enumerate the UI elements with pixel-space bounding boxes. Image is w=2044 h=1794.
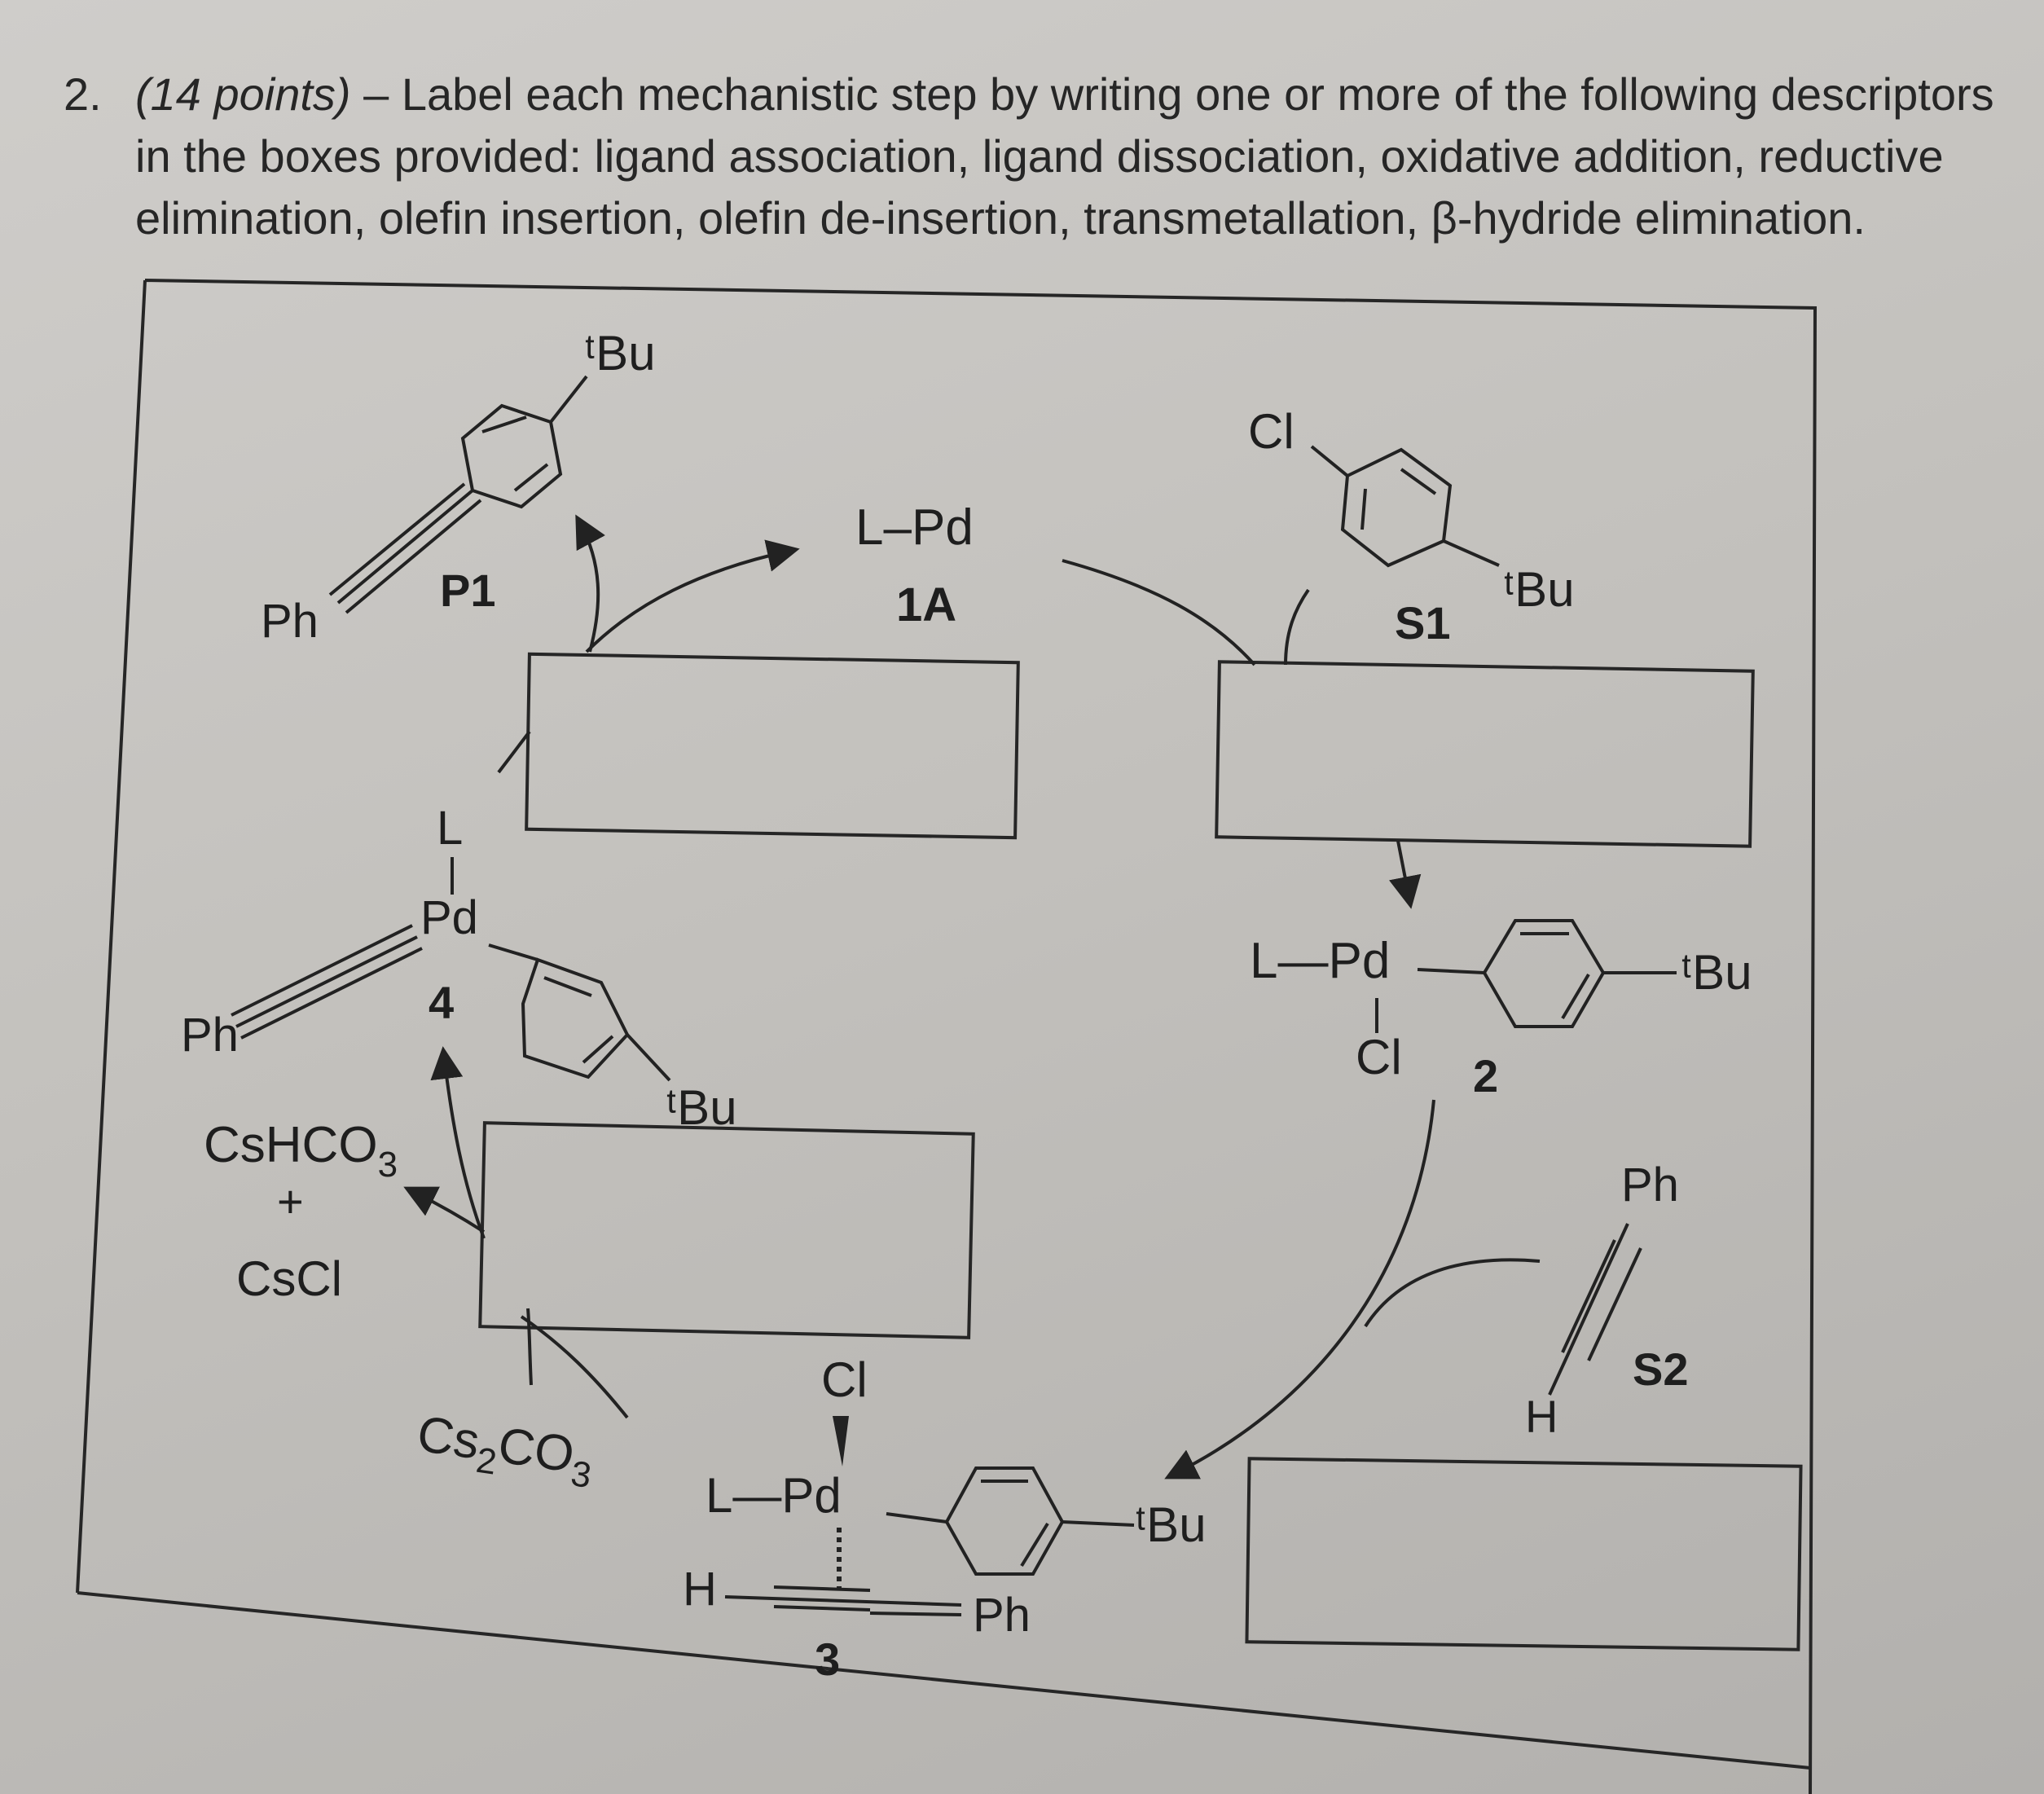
substrate-s2-label: S2 bbox=[1633, 1343, 1689, 1395]
question-body: (14 points) – Label each mechanistic ste… bbox=[135, 64, 2009, 249]
product-p1-tbu: ᵗBu bbox=[585, 326, 656, 380]
intermediate-3-wedge-bond bbox=[833, 1416, 849, 1466]
arrow-2-to-3 bbox=[1164, 1099, 1435, 1480]
intermediate-3-label: 3 bbox=[815, 1634, 840, 1685]
arrow-3-to-box bbox=[520, 1315, 629, 1419]
substrate-s1-tbu: ᵗBu bbox=[1504, 562, 1575, 617]
arrow-oa-to-2 bbox=[1389, 840, 1422, 909]
cycle-arrows bbox=[403, 514, 1541, 1480]
product-p1-structure bbox=[328, 375, 588, 614]
answer-box-base-step[interactable] bbox=[478, 1121, 975, 1339]
catalyst-label: 1A bbox=[896, 578, 956, 631]
diagram-frame-bottom bbox=[77, 1591, 1811, 1770]
answer-box-oxidative-addition-step[interactable] bbox=[1215, 660, 1755, 848]
arrow-to-1a bbox=[585, 539, 800, 653]
intermediate-3-tbu: ᵗBu bbox=[1136, 1497, 1207, 1552]
byproduct-cscl: CsCl bbox=[236, 1251, 342, 1306]
intermediate-3-lpd: L—Pd bbox=[706, 1468, 842, 1523]
answer-box-reductive-elimination-step[interactable] bbox=[525, 652, 1020, 840]
answer-box-s2-step[interactable] bbox=[1245, 1457, 1803, 1651]
intermediate-2-lpd: L—Pd bbox=[1250, 933, 1390, 989]
substrate-s1-label: S1 bbox=[1395, 597, 1451, 649]
question-prompt: – Label each mechanistic step by writing… bbox=[135, 68, 1994, 244]
substrate-s2-h: H bbox=[1525, 1391, 1558, 1442]
arrow-s1-to-oa bbox=[1284, 588, 1310, 666]
intermediate-2-structure bbox=[1375, 919, 1677, 1033]
intermediate-3-ph: Ph bbox=[973, 1589, 1031, 1642]
intermediate-3-structure bbox=[724, 1466, 1135, 1616]
intermediate-3-cl: Cl bbox=[821, 1352, 868, 1407]
intermediate-2-cl: Cl bbox=[1356, 1030, 1402, 1084]
intermediate-4-ph: Ph bbox=[181, 1009, 239, 1062]
intermediate-2-tbu: ᵗBu bbox=[1681, 945, 1752, 1000]
arrow-to-p1 bbox=[575, 514, 605, 653]
arrow-s2-in bbox=[1364, 1258, 1541, 1328]
question-points: (14 points) bbox=[135, 68, 351, 120]
substrate-s2-ph: Ph bbox=[1621, 1159, 1679, 1211]
intermediate-3-h: H bbox=[683, 1563, 717, 1616]
byproduct-cshco3: CsHCO3 bbox=[204, 1117, 398, 1185]
base-cs2co3: Cs2CO3 bbox=[412, 1406, 597, 1497]
catalyst-formula: L–Pd bbox=[855, 499, 974, 556]
arrow-from-4-to-box bbox=[497, 730, 531, 774]
arrow-box-to-4 bbox=[430, 1046, 486, 1239]
arrow-byproducts-out bbox=[403, 1186, 486, 1233]
substrate-s1-structure bbox=[1310, 445, 1500, 568]
intermediate-4-structure bbox=[231, 857, 671, 1082]
intermediate-4-pd: Pd bbox=[420, 891, 478, 944]
arrow-cs2co3-in bbox=[526, 1308, 533, 1386]
product-p1-label: P1 bbox=[440, 565, 496, 616]
question-number: 2. bbox=[64, 68, 102, 120]
intermediate-4-tbu: ᵗBu bbox=[666, 1080, 737, 1135]
intermediate-4-l: L bbox=[437, 802, 463, 855]
substrate-s1-cl: Cl bbox=[1248, 404, 1295, 459]
byproduct-plus: + bbox=[277, 1176, 304, 1227]
product-p1-ph: Ph bbox=[261, 595, 319, 648]
intermediate-4-label: 4 bbox=[429, 977, 454, 1028]
intermediate-2-label: 2 bbox=[1473, 1050, 1498, 1101]
substrate-s2-structure bbox=[1548, 1223, 1642, 1396]
arrow-1a-to-oa bbox=[1062, 559, 1256, 666]
diagram-frame bbox=[76, 279, 1818, 1794]
